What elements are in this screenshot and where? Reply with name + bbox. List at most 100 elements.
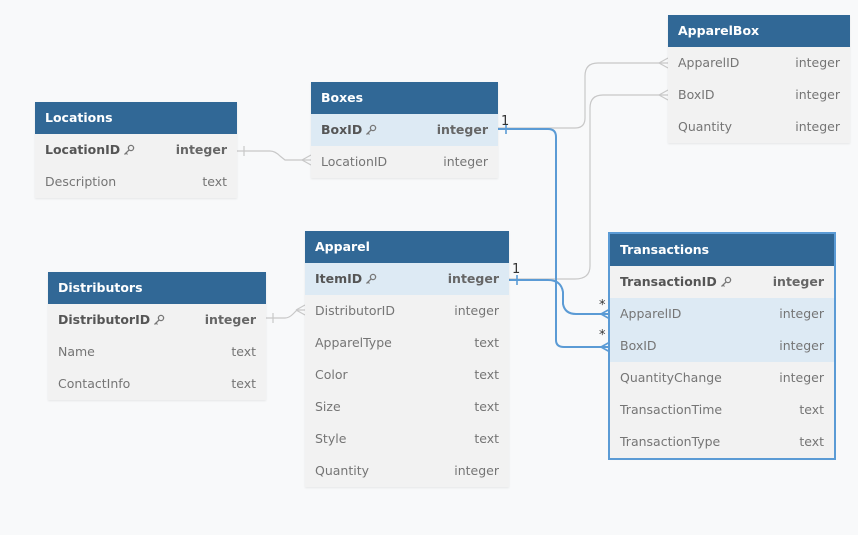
field-row-transactions-boxid[interactable]: BoxID integer xyxy=(610,330,834,362)
crowfoot-apparelbox-apparelid-upper xyxy=(658,57,669,64)
field-name-text: QuantityChange xyxy=(620,370,722,385)
table-header-boxes[interactable]: Boxes xyxy=(311,82,498,114)
table-header-transactions[interactable]: Transactions xyxy=(610,234,834,266)
field-name-text: ItemID xyxy=(315,271,363,286)
cardinality-one-boxes: 1 xyxy=(501,114,510,129)
field-type: integer xyxy=(795,119,840,134)
field-type: integer xyxy=(204,312,256,327)
field-name: TransactionType xyxy=(620,426,720,458)
field-name: TransactionTime xyxy=(620,394,722,426)
link-apparel-transactions[interactable] xyxy=(509,279,610,315)
field-row-apparel-quantity[interactable]: Quantity integer xyxy=(305,455,509,487)
field-name-text: Style xyxy=(315,431,347,446)
field-name: BoxID xyxy=(620,330,657,362)
field-row-locations-description[interactable]: Description text xyxy=(35,166,237,198)
field-name: LocationID xyxy=(321,146,387,178)
crowfoot-apparelbox-boxid-lower xyxy=(658,94,669,101)
field-type: integer xyxy=(795,55,840,70)
field-row-transactions-quantitychange[interactable]: QuantityChange integer xyxy=(610,362,834,394)
field-name-text: Description xyxy=(45,174,117,189)
field-name: DistributorID xyxy=(58,304,165,336)
field-type: integer xyxy=(454,463,499,478)
field-row-distributors-name[interactable]: Name text xyxy=(48,336,266,368)
field-row-distributors-distributorid[interactable]: DistributorID integer xyxy=(48,304,266,336)
field-type: text xyxy=(474,335,499,350)
field-type: text xyxy=(231,344,256,359)
field-type: text xyxy=(474,367,499,382)
field-name-text: Color xyxy=(315,367,348,382)
table-header-apparel[interactable]: Apparel xyxy=(305,231,509,263)
table-header-locations[interactable]: Locations xyxy=(35,102,237,134)
field-name: BoxID xyxy=(678,79,715,111)
field-type: text xyxy=(799,434,824,449)
cardinality-many-transactions-appareid: * xyxy=(599,298,606,313)
crowfoot-boxes-locationid-lower xyxy=(301,159,312,166)
field-name-text: DistributorID xyxy=(315,303,395,318)
field-row-apparelbox-boxid[interactable]: BoxID integer xyxy=(668,79,850,111)
key-icon xyxy=(366,273,377,284)
field-name-text: TransactionType xyxy=(620,434,721,449)
field-name-text: Name xyxy=(58,344,95,359)
field-name: Style xyxy=(315,423,346,455)
field-name: Color xyxy=(315,359,348,391)
link-boxes-transactions[interactable] xyxy=(498,128,610,348)
table-header-apparelbox[interactable]: ApparelBox xyxy=(668,15,850,47)
field-type: integer xyxy=(436,122,488,137)
field-name: Description xyxy=(45,166,116,198)
field-name-text: DistributorID xyxy=(58,312,151,327)
field-row-transactions-transactiontime[interactable]: TransactionTime text xyxy=(610,394,834,426)
table-header-distributors[interactable]: Distributors xyxy=(48,272,266,304)
key-icon xyxy=(154,314,165,325)
field-name: ApparelID xyxy=(678,47,739,79)
field-row-apparelbox-apparelid[interactable]: ApparelID integer xyxy=(668,47,850,79)
field-type: text xyxy=(202,174,227,189)
field-name-text: TransactionID xyxy=(620,274,717,289)
field-name-text: BoxID xyxy=(321,122,363,137)
field-name: ItemID xyxy=(315,263,377,295)
field-type: text xyxy=(474,431,499,446)
link-distributors-apparel[interactable] xyxy=(266,309,305,319)
field-name-text: ContactInfo xyxy=(58,376,131,391)
field-type: integer xyxy=(447,271,499,286)
link-boxes-apparelbox-apparelid[interactable] xyxy=(498,62,668,129)
field-row-apparelbox-quantity[interactable]: Quantity integer xyxy=(668,111,850,143)
field-type: integer xyxy=(795,87,840,102)
field-row-apparel-color[interactable]: Color text xyxy=(305,359,509,391)
field-row-apparel-style[interactable]: Style text xyxy=(305,423,509,455)
field-type: text xyxy=(799,402,824,417)
field-row-transactions-transactiontype[interactable]: TransactionType text xyxy=(610,426,834,458)
field-type: integer xyxy=(779,370,824,385)
field-type: integer xyxy=(779,338,824,353)
cardinality-one-apparel: 1 xyxy=(512,262,521,277)
field-row-apparel-itemid[interactable]: ItemID integer xyxy=(305,263,509,295)
field-name-text: LocationID xyxy=(321,154,388,169)
field-name: TransactionID xyxy=(620,266,732,298)
field-type: integer xyxy=(175,142,227,157)
field-name: ApparelID xyxy=(620,298,681,330)
cardinality-many-transactions-boxid: * xyxy=(599,328,606,343)
field-name-text: Quantity xyxy=(678,119,733,134)
field-name: Quantity xyxy=(315,455,369,487)
crowfoot-transactions-boxid-lower xyxy=(600,346,611,353)
crowfoot-apparelbox-boxid-upper xyxy=(658,89,669,96)
field-row-boxes-boxid[interactable]: BoxID integer xyxy=(311,114,498,146)
key-icon xyxy=(366,124,377,135)
key-icon xyxy=(720,276,731,287)
link-locations-boxes[interactable] xyxy=(237,150,311,161)
field-name: DistributorID xyxy=(315,295,395,327)
